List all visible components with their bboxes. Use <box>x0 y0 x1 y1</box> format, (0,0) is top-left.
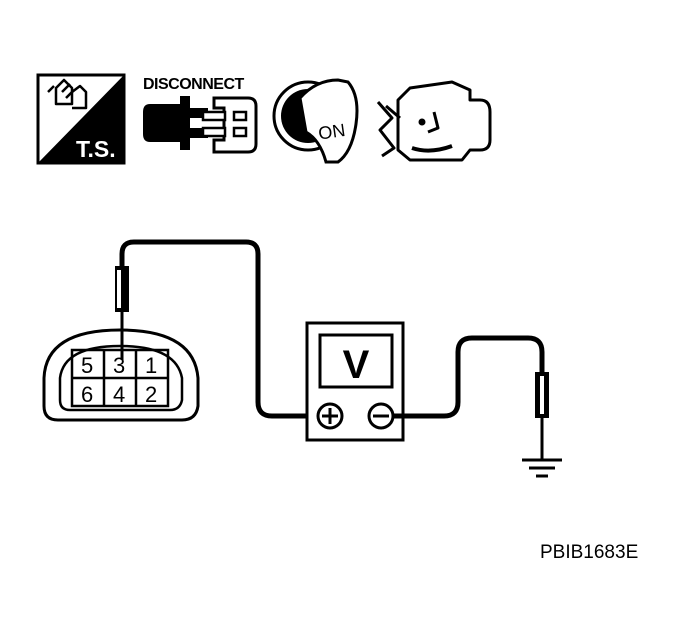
pin-label: 5 <box>81 353 93 378</box>
ignition-key-on-icon: ON <box>272 78 359 164</box>
negative-test-lead <box>393 335 549 460</box>
pin-label: 2 <box>145 382 157 407</box>
positive-terminal-icon <box>316 402 344 430</box>
engine-icon <box>376 80 492 162</box>
voltmeter-v-label: V <box>343 343 370 387</box>
positive-test-lead <box>115 239 316 419</box>
pin-label: 1 <box>145 353 157 378</box>
ground-symbol <box>522 458 562 478</box>
ignition-on-label: ON <box>317 120 347 144</box>
pin-label: 4 <box>113 382 125 407</box>
voltmeter: V <box>305 321 405 442</box>
harness-connector: 5 3 1 6 4 2 <box>42 328 200 422</box>
negative-terminal-icon <box>367 402 395 430</box>
reference-code: PBIB1683E <box>540 542 639 563</box>
disconnect-label: DISCONNECT <box>143 76 245 93</box>
pin-label: 6 <box>81 382 93 407</box>
ts-badge-label: T.S. <box>76 136 116 162</box>
disconnect-connector-icon: DISCONNECT <box>143 76 258 154</box>
tester-icon: T.S. <box>36 73 126 165</box>
